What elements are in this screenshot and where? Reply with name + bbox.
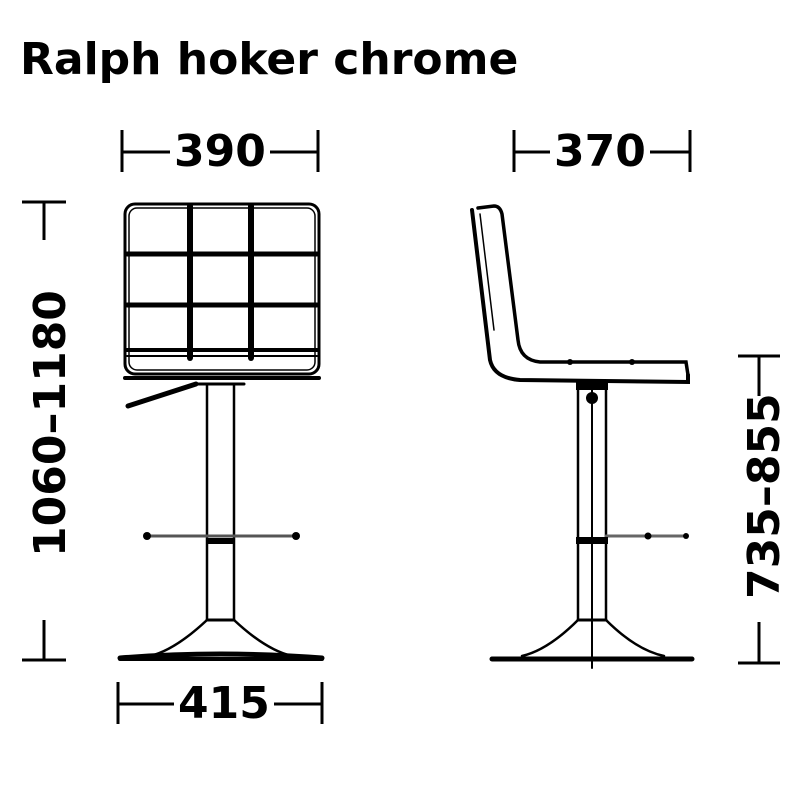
total-height-label: 1060–1180	[25, 290, 76, 563]
side-view-bar-stool	[470, 204, 695, 669]
front-view-bar-stool	[117, 202, 325, 661]
seat-height-label: 735–855	[739, 393, 790, 605]
front-width-label: 390	[170, 130, 270, 174]
product-title: Ralph hoker chrome	[20, 34, 519, 85]
seat-height-dimension-line	[738, 354, 780, 665]
side-width-label: 370	[550, 130, 650, 174]
base-width-label: 415	[174, 682, 274, 726]
total-height-dimension-line	[22, 200, 66, 662]
